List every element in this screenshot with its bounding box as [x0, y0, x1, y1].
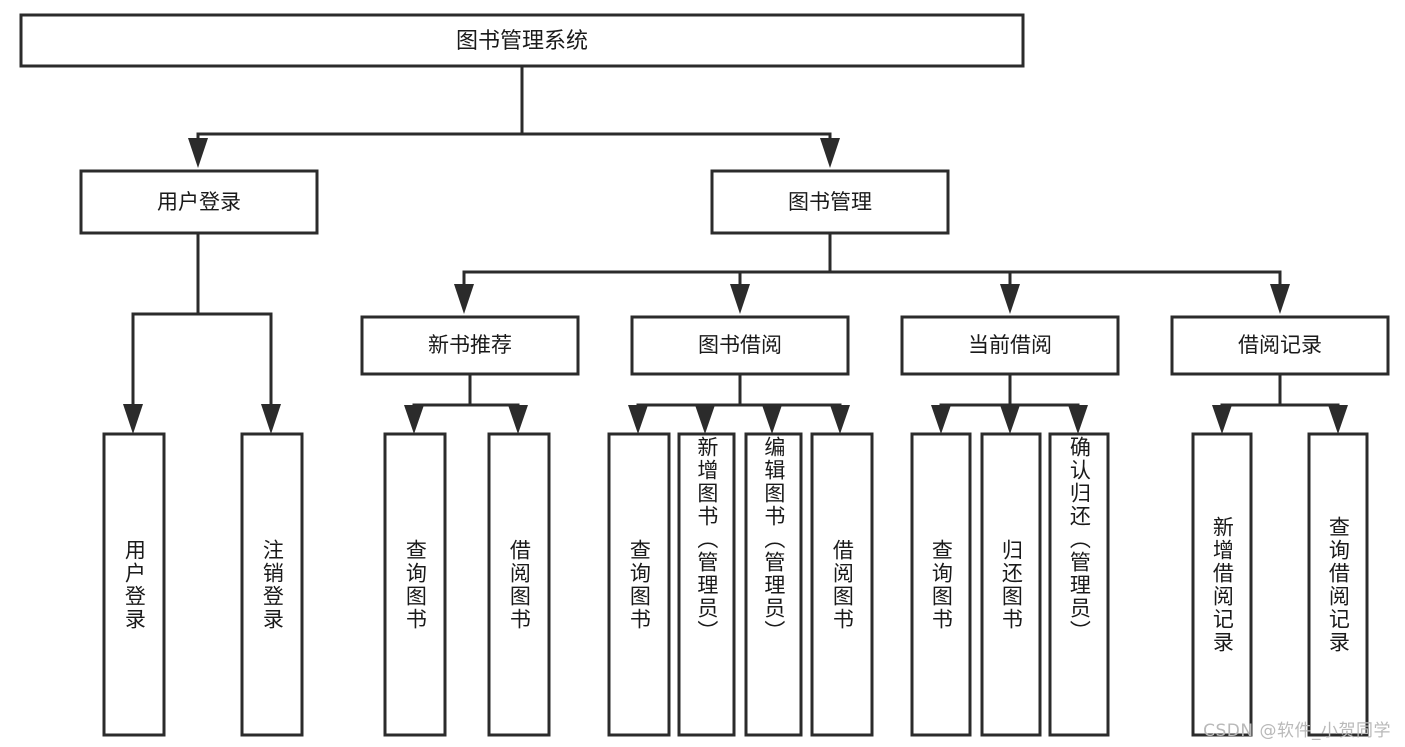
- connector-group-bookmgmt: [454, 231, 1290, 314]
- leaf-borrow-book-2-box[interactable]: [810, 432, 874, 737]
- leaf-borrow-book-1-box[interactable]: [487, 432, 551, 737]
- node-borrow-record[interactable]: 借阅记录: [1170, 315, 1390, 376]
- arrowhead-current-borrow: [1000, 284, 1020, 314]
- arrowhead-leaf-add-book: [695, 405, 715, 434]
- arrowhead-leaf-add-record: [1212, 405, 1232, 434]
- node-current-borrow[interactable]: 当前借阅: [900, 315, 1120, 376]
- node-user-login[interactable]: 用户登录: [79, 169, 319, 235]
- arrowhead-book-borrow: [730, 284, 750, 314]
- node-root-label: 图书管理系统: [456, 29, 588, 54]
- leaf-add-book-box[interactable]: [677, 432, 736, 737]
- leaf-query-book-2-box[interactable]: [607, 432, 671, 737]
- node-book-management-label: 图书管理: [788, 190, 872, 214]
- arrowhead-leaf-query-record: [1328, 405, 1348, 434]
- node-current-borrow-box[interactable]: [900, 315, 1120, 376]
- arrowhead-leaf-edit-book: [762, 405, 782, 434]
- arrowhead-userlogin: [188, 138, 208, 168]
- leaf-user-logout-box[interactable]: [240, 432, 304, 737]
- connector-group-root: [188, 64, 840, 168]
- leaf-boxes: [102, 432, 1369, 737]
- leaf-edit-book-box[interactable]: [744, 432, 803, 737]
- node-borrow-record-label: 借阅记录: [1238, 333, 1322, 357]
- arrowhead-leaf-user-logout: [261, 404, 281, 434]
- connector-group-borrow-record: [1212, 372, 1348, 434]
- connector-group-userlogin: [123, 231, 281, 434]
- arrowhead-bookmgmt: [820, 138, 840, 168]
- leaf-return-book-box[interactable]: [980, 432, 1042, 737]
- arrowhead-borrow-record: [1270, 284, 1290, 314]
- leaf-add-record-box[interactable]: [1191, 432, 1253, 737]
- arrowhead-leaf-user-login: [123, 404, 143, 434]
- leaf-query-book-1-box[interactable]: [383, 432, 447, 737]
- node-root[interactable]: 图书管理系统: [19, 13, 1025, 68]
- node-user-login-label: 用户登录: [157, 190, 241, 214]
- node-borrow-record-box[interactable]: [1170, 315, 1390, 376]
- connector-group-new-book-recommend: [404, 372, 528, 434]
- arrowhead-leaf-confirm-return: [1068, 405, 1088, 434]
- arrowhead-new-book-recommend: [454, 284, 474, 314]
- watermark-text: CSDN @软件_小贺同学: [1203, 721, 1391, 741]
- arrowhead-leaf-borrow-book-1: [508, 405, 528, 434]
- leaf-user-login-box[interactable]: [102, 432, 166, 737]
- leaf-query-book-3-box[interactable]: [910, 432, 972, 737]
- node-book-borrow[interactable]: 图书借阅: [630, 315, 850, 376]
- node-book-borrow-label: 图书借阅: [698, 333, 782, 357]
- node-new-book-recommend-box[interactable]: [360, 315, 580, 376]
- arrowhead-leaf-query-book-3: [931, 405, 951, 434]
- node-root-box[interactable]: [19, 13, 1025, 68]
- arrowhead-leaf-query-book-2: [628, 405, 648, 434]
- arrowhead-leaf-borrow-book-2: [830, 405, 850, 434]
- node-user-login-box[interactable]: [79, 169, 319, 235]
- connector-group-book-borrow: [628, 372, 850, 434]
- node-book-borrow-box[interactable]: [630, 315, 850, 376]
- arrowhead-leaf-return-book: [1000, 405, 1020, 434]
- arrowhead-leaf-query-book-1: [404, 405, 424, 434]
- node-new-book-recommend[interactable]: 新书推荐: [360, 315, 580, 376]
- leaf-query-record-box[interactable]: [1307, 432, 1369, 737]
- node-current-borrow-label: 当前借阅: [968, 333, 1052, 357]
- node-book-management-box[interactable]: [710, 169, 950, 235]
- connector-group-current-borrow: [931, 372, 1088, 434]
- node-new-book-recommend-label: 新书推荐: [428, 333, 512, 357]
- leaf-confirm-return-box[interactable]: [1048, 432, 1110, 737]
- node-book-management[interactable]: 图书管理: [710, 169, 950, 235]
